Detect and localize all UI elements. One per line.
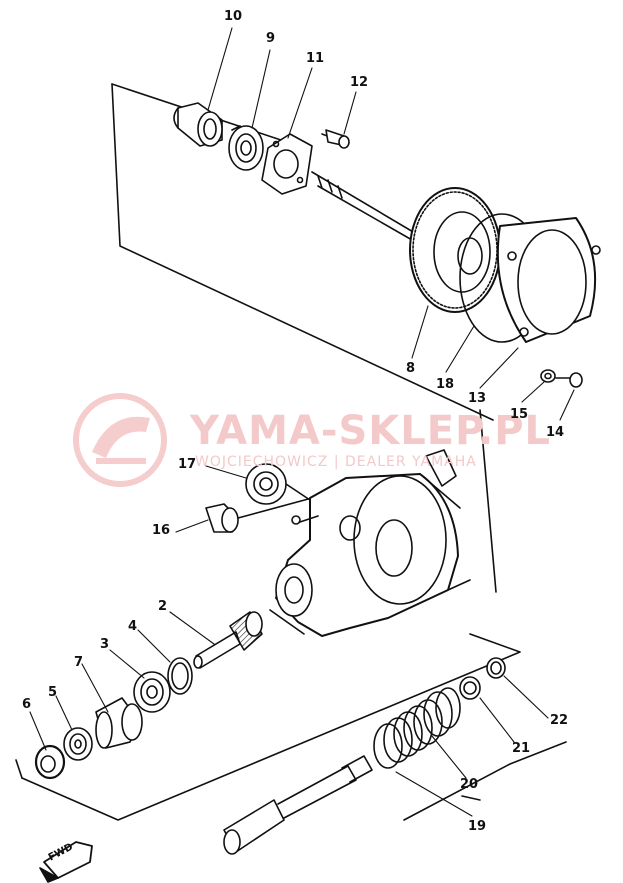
callout-6: 6 [22, 697, 32, 712]
part-14-bolt [555, 372, 583, 388]
group-bracket-19-22 [403, 741, 567, 821]
part-8-ring-gear [409, 187, 501, 313]
watermark-tagline: WOJCIECHOWICZ | DEALER YAMAHA [195, 454, 477, 470]
callout-7: 7 [74, 655, 84, 670]
callout-11: 11 [306, 51, 325, 66]
callout-8: 8 [406, 361, 416, 376]
callout-14: 14 [546, 425, 565, 440]
watermark-name: YAMA-SKLEP.PL [190, 408, 552, 454]
lower-group-bracket [21, 633, 521, 821]
callout-leaders [29, 27, 575, 817]
part-12-bolt [321, 129, 350, 149]
part-15-washer [540, 369, 556, 383]
part-7-sleeve [95, 697, 143, 749]
callout-13: 13 [468, 391, 487, 406]
part-21-ring [459, 676, 481, 700]
gear-housing [269, 449, 471, 637]
part-2-pinion-shaft [193, 611, 263, 669]
callout-18: 18 [436, 377, 455, 392]
callout-15: 15 [510, 407, 529, 422]
part-19-drive-shaft [223, 755, 373, 855]
upper-group-connector [479, 409, 497, 593]
part-17-bearing [245, 463, 311, 505]
part-20-spring [373, 687, 461, 769]
callout-4: 4 [128, 619, 138, 634]
callout-16: 16 [152, 523, 171, 538]
part-13-cover [496, 217, 601, 343]
callout-12: 12 [350, 75, 369, 90]
part-3-bearing [133, 671, 171, 713]
callout-10: 10 [224, 9, 243, 24]
part-22-washer [486, 657, 506, 679]
callout-22: 22 [550, 713, 569, 728]
part-9-bearing [228, 125, 264, 171]
watermark-logo-icon [73, 393, 167, 487]
callout-20: 20 [460, 777, 479, 792]
part-11-plate [261, 133, 313, 195]
callout-2: 2 [158, 599, 168, 614]
callout-19: 19 [468, 819, 487, 834]
part-10-collar [173, 102, 223, 147]
part-4-ring [167, 657, 193, 695]
callout-21: 21 [512, 741, 531, 756]
part-16-collar [205, 497, 313, 533]
callout-5: 5 [48, 685, 58, 700]
fwd-arrow-icon [39, 841, 93, 883]
part-6-seal [34, 744, 66, 780]
callout-17: 17 [178, 457, 197, 472]
callout-3: 3 [100, 637, 110, 652]
part-5-bearing [63, 727, 93, 761]
part-shaft [311, 171, 427, 249]
callout-9: 9 [266, 31, 276, 46]
